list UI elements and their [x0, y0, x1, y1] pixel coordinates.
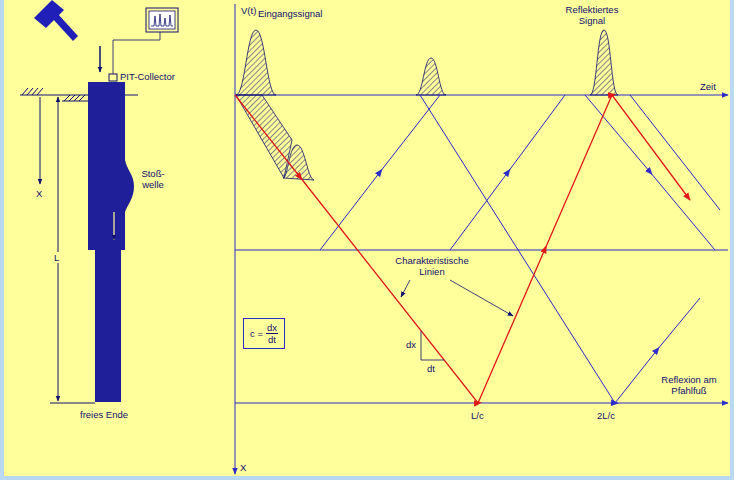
dimension-label: L [53, 252, 60, 263]
dimension-label: X [35, 188, 43, 199]
monitor-screen [149, 11, 175, 29]
characteristic-line [420, 95, 700, 403]
slope-label: dx [406, 339, 416, 350]
length-dimension [58, 97, 59, 401]
fraction: dxdt [266, 322, 278, 345]
ground-hatch [22, 88, 43, 95]
time-axis [235, 95, 728, 96]
yellow-panel [4, 0, 730, 476]
formula-text: c = [250, 328, 263, 339]
reflected-signal [590, 30, 618, 95]
fraction-numerator: dx [266, 322, 278, 334]
input-signal [236, 30, 276, 95]
main-characteristic [235, 95, 690, 403]
formula-box: c =dxdt [243, 318, 285, 349]
leader-line [401, 280, 410, 297]
leader-lines [401, 280, 513, 316]
characteristic-line [450, 95, 565, 250]
reflected-signal [416, 58, 446, 95]
dx-leg [421, 331, 422, 360]
ground-line [125, 95, 138, 96]
pile [88, 82, 134, 402]
signal-label: Eingangssignal [258, 8, 322, 19]
line-label: Charakteristische Linien [388, 255, 476, 277]
section-change-line [235, 250, 728, 251]
axes [235, 4, 728, 474]
time-mark: L/c [471, 410, 484, 421]
ground-line [20, 95, 88, 96]
monitor-frame [146, 8, 178, 32]
characteristic-line [585, 95, 715, 250]
time-mark: 2L/c [597, 410, 615, 421]
dimension-tick [50, 403, 95, 404]
reflection-label: Reflexion am Pfahlfuß [650, 374, 728, 396]
slope-triangle [421, 331, 444, 360]
monitor-trace [151, 14, 173, 26]
axis-label: V(t) [241, 5, 256, 16]
characteristic-line [630, 95, 720, 210]
ground-hatch [64, 95, 85, 101]
wave-label: Stoß- welle [136, 168, 170, 190]
fraction-denominator: dt [268, 334, 276, 345]
slope-label: dt [427, 363, 435, 374]
pile-upper [88, 82, 125, 250]
axis-label: X [240, 462, 246, 473]
pile-lower [95, 250, 121, 402]
dimensions [40, 97, 95, 403]
characteristic-lines [320, 95, 720, 403]
wave-direction-arrow [113, 212, 114, 240]
hammer-handle [52, 13, 78, 41]
device-label: PIT-Collector [120, 71, 175, 82]
shock-wave [125, 160, 134, 212]
signal-label: Reflektiertes Signal [560, 4, 624, 26]
pile-end-label: freies Ende [80, 409, 128, 420]
axis-label: Zeit [700, 81, 716, 92]
sensor [109, 74, 117, 81]
dt-leg [421, 360, 444, 361]
x-arrow [40, 97, 41, 184]
characteristic-line [320, 95, 440, 250]
impact-arrow [99, 46, 101, 72]
pile-toe-line [235, 403, 728, 404]
hammer [34, 0, 78, 41]
leader-line [450, 280, 513, 316]
sensor-cable [113, 32, 160, 74]
pit-collector-device [109, 8, 178, 81]
signals [236, 30, 618, 180]
